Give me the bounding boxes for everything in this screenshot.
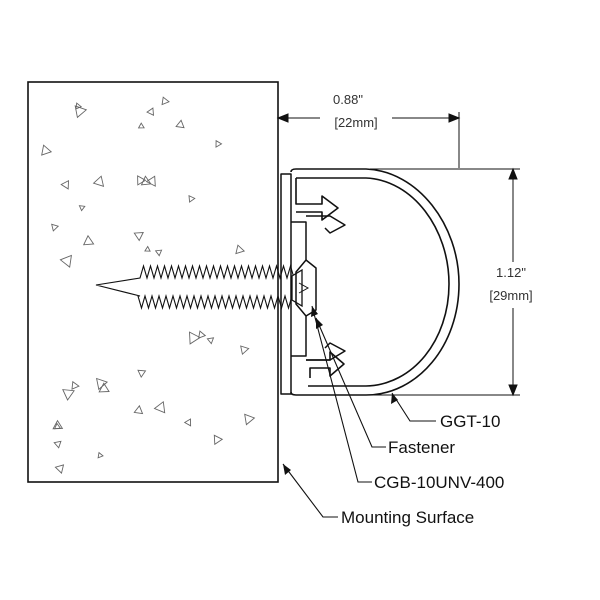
concrete-speck — [59, 254, 72, 268]
concrete-speck — [137, 175, 147, 186]
concrete-speck — [78, 205, 86, 212]
leader-fastener — [315, 317, 386, 448]
concrete-speck — [144, 245, 151, 252]
concrete-speck — [206, 337, 215, 345]
concrete-speck — [71, 380, 80, 390]
leader-retainer — [311, 305, 372, 483]
concrete-speck — [244, 413, 256, 426]
width-inches-label: 0.88" — [333, 92, 363, 107]
concrete-speck — [140, 175, 152, 186]
concrete-speck — [96, 377, 108, 391]
concrete-speck — [97, 451, 104, 459]
mounting-surface-block — [27, 81, 279, 483]
concrete-speck — [240, 345, 250, 356]
concrete-speck — [175, 119, 185, 129]
concrete-texture — [41, 96, 256, 474]
concrete-speck — [137, 369, 147, 378]
screw-fastener — [95, 264, 310, 310]
leader-surface — [282, 463, 338, 518]
concrete-speck — [133, 231, 144, 242]
concrete-speck — [161, 96, 170, 106]
concrete-speck — [235, 244, 246, 255]
concrete-speck — [198, 330, 207, 339]
concrete-speck — [74, 105, 88, 119]
concrete-speck — [154, 249, 163, 257]
concrete-speck — [183, 418, 192, 427]
surface-callout-label: Mounting Surface — [341, 508, 474, 527]
leader-guard — [391, 392, 436, 422]
concrete-speck — [82, 234, 95, 246]
leader-lines — [282, 305, 436, 518]
concrete-speck — [75, 102, 83, 110]
concrete-speck — [51, 223, 60, 232]
concrete-speck — [146, 107, 155, 116]
concrete-speck — [153, 400, 166, 414]
height-mm-label: [29mm] — [489, 288, 532, 303]
concrete-speck — [62, 389, 75, 401]
concrete-speck — [213, 434, 224, 446]
fastener-callout-label: Fastener — [388, 438, 455, 457]
concrete-speck — [188, 194, 196, 203]
concrete-speck — [41, 144, 53, 156]
concrete-speck — [53, 422, 62, 430]
retainer-callout-label: CGB-10UNV-400 — [374, 473, 504, 492]
concrete-speck — [54, 464, 65, 474]
height-dimension — [370, 167, 520, 397]
concrete-speck — [137, 122, 145, 129]
leader-arrowheads — [283, 306, 398, 475]
guard-profile — [290, 168, 460, 396]
concrete-speck — [53, 440, 62, 449]
concrete-speck — [133, 404, 144, 415]
concrete-speck — [92, 175, 105, 187]
width-mm-text: [22mm] — [334, 115, 377, 130]
height-inches-label: 1.12" — [496, 265, 526, 280]
concrete-speck — [60, 179, 69, 190]
guard-callout-label: GGT-10 — [440, 412, 500, 431]
concrete-speck — [215, 139, 223, 148]
concrete-speck — [189, 331, 201, 345]
